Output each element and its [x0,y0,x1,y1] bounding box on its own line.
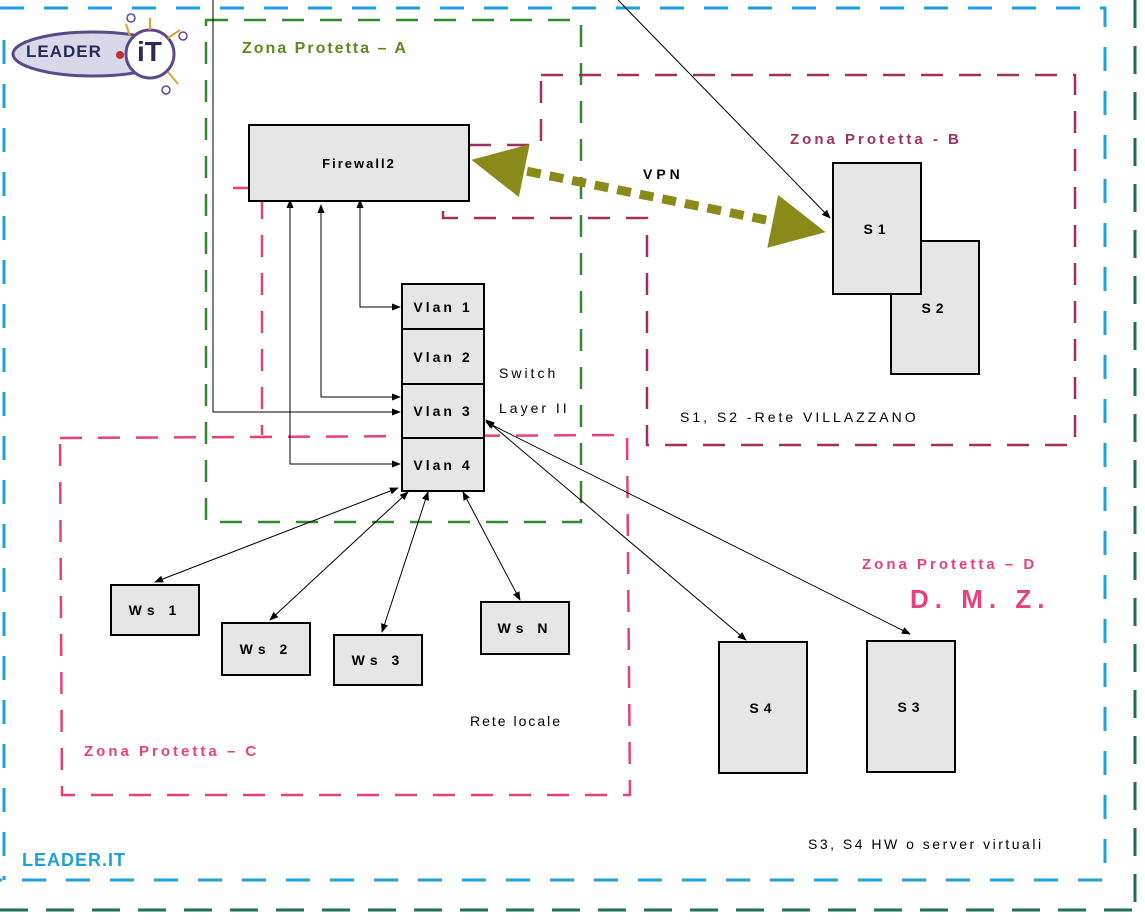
zone-c-label: Zona Protetta – C [84,743,260,760]
vlan4-box: Vlan 4 [401,437,485,492]
firewall-label: Firewall2 [322,155,396,171]
vlan1-box: Vlan 1 [401,283,485,330]
firewall-box: Firewall2 [248,124,470,202]
vlan2-box: Vlan 2 [401,328,485,385]
rete-locale-label: Rete locale [470,713,563,729]
link-sw-wsn [462,491,521,601]
s4-box: S4 [718,641,808,774]
link-sw-ws3 [381,491,429,633]
zone-b-label: Zona Protetta - B [790,131,962,148]
vlan1-label: Vlan 1 [413,298,473,315]
zone-a-label: Zona Protetta – A [242,40,408,57]
ws1-label: Ws 1 [128,602,182,618]
s1-box: S1 [832,162,922,295]
layer-label: Layer II [499,400,570,416]
wsn-box: Ws N [480,601,570,655]
ws3-box: Ws 3 [333,634,423,686]
ws1-box: Ws 1 [110,584,200,636]
s2-label: S2 [921,299,949,316]
s4-label: S4 [749,699,777,716]
zone-b-border [441,73,1077,447]
switch-label: Switch [499,365,559,381]
wsn-label: Ws N [497,620,553,636]
vlan4-label: Vlan 4 [413,456,473,473]
link-vlan3-s3 [485,421,911,635]
zone-d-label: Zona Protetta – D [862,556,1038,573]
vlan2-label: Vlan 2 [413,348,473,365]
ws2-label: Ws 2 [239,641,293,657]
ws3-label: Ws 3 [351,652,405,668]
server-virtuali-label: S3, S4 HW o server virtuali [808,836,1044,852]
vlan3-label: Vlan 3 [413,403,473,419]
s3-box: S3 [866,640,956,773]
link-fw-vlan4 [286,199,401,468]
vpn-link [471,144,826,248]
rete-villazzano-label: S1, S2 -Rete VILLAZZANO [680,409,919,425]
zone-a-border [204,18,583,524]
zone-c-border [58,433,632,797]
vlan3-box: Vlan 3 [401,383,485,439]
vpn-label: VPN [643,166,684,182]
outer-frame-blue [0,6,1107,882]
logo-suffix: iT [137,36,162,67]
ws2-box: Ws 2 [221,622,311,676]
link-top-s1 [617,0,831,219]
dmz-label: D. M. Z. [910,584,1051,614]
footer-brand: LEADER.IT [22,850,127,870]
logo-text: LEADER [26,42,102,61]
link-fw-vlan1 [356,199,401,311]
s1-label: S1 [863,220,891,237]
s3-label: S3 [897,698,925,715]
zone-c-inner-border [233,186,264,435]
logo-graphic [11,13,188,95]
link-left-vlan3 [212,0,401,416]
